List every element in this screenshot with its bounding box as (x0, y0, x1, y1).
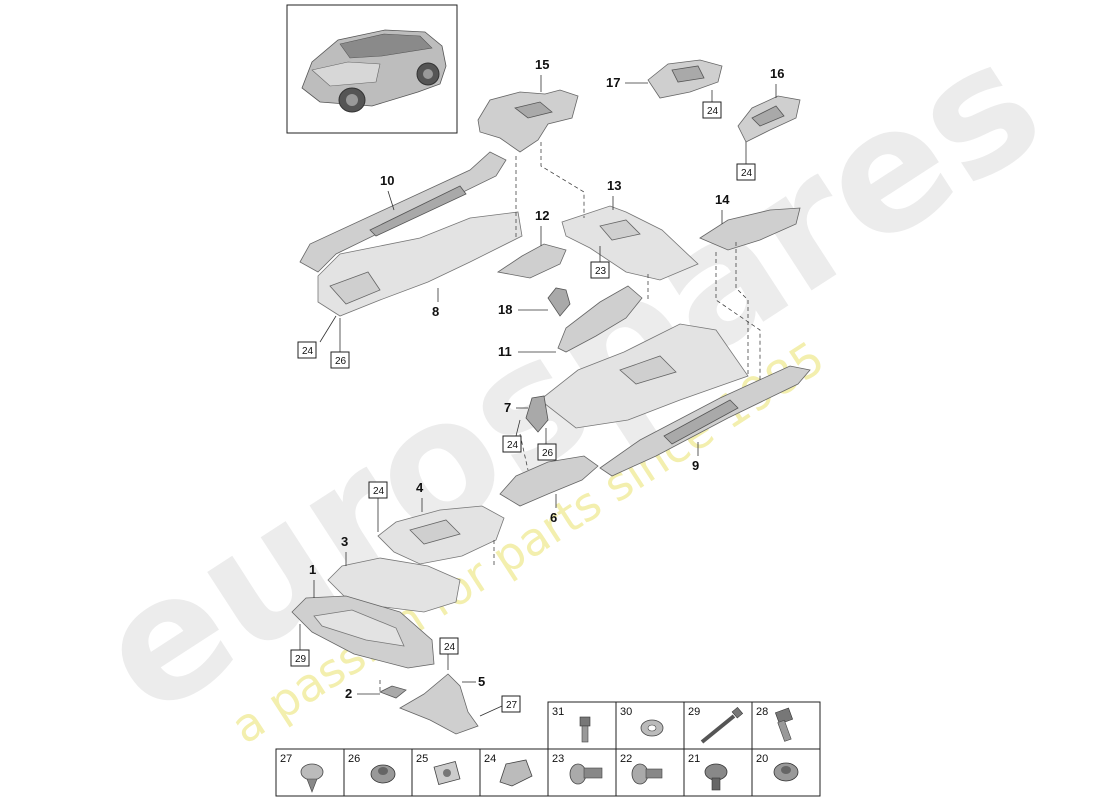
leader-10 (387, 190, 395, 211)
screw-20-icon (773, 762, 799, 782)
fastener-label-21: 21 (688, 753, 700, 765)
fastener-label-26: 26 (348, 753, 360, 765)
part-14-rear-shield[interactable] (699, 207, 801, 251)
part-5-bracket[interactable] (399, 673, 479, 735)
callout-4: 4 (416, 480, 424, 495)
ref-box-26-8 (330, 351, 350, 369)
rivet-23-icon (569, 763, 603, 785)
part-8-floor-panel[interactable] (317, 211, 523, 317)
part-13-center-panel[interactable] (561, 205, 699, 281)
vehicle-thumbnail (286, 4, 458, 134)
fastener-label-27: 27 (280, 753, 292, 765)
ref-box-24-17 (702, 101, 722, 119)
fastener-table: 31 30 29 28 27 26 25 24 23 22 21 20 (275, 701, 821, 797)
screw-21-icon (704, 763, 728, 791)
ref-box-24-1 (439, 637, 459, 655)
callout-2: 2 (345, 686, 352, 701)
rivet-22-icon (631, 763, 663, 785)
leader-5-ref (479, 705, 503, 717)
fastener-label-29: 29 (688, 706, 700, 718)
fastener-label-20: 20 (756, 753, 768, 765)
callout-15: 15 (535, 57, 549, 72)
nut-25-icon (433, 760, 461, 786)
ref-box-27 (501, 695, 521, 713)
callout-17: 17 (606, 75, 620, 90)
part-6-shield[interactable] (499, 455, 599, 507)
ref-box-26-8-label: 26 (335, 356, 347, 367)
ref-box-23 (590, 261, 610, 279)
washer-30-icon (640, 719, 664, 737)
callout-10: 10 (380, 173, 394, 188)
callout-14: 14 (715, 192, 730, 207)
ref-box-24-4 (368, 481, 388, 499)
callout-6: 6 (550, 510, 557, 525)
leader-8-ref-24 (319, 315, 337, 343)
ref-box-24-7 (502, 435, 522, 453)
fastener-label-25: 25 (416, 753, 428, 765)
fastener-label-30: 30 (620, 706, 632, 718)
part-12-bracket[interactable] (496, 243, 567, 279)
ref-box-23-label: 23 (595, 266, 607, 277)
part-16-shield[interactable] (737, 95, 801, 143)
leader-7-ref-24 (515, 419, 521, 437)
callout-1: 1 (309, 562, 316, 577)
fastener-label-23: 23 (552, 753, 564, 765)
fastener-label-24: 24 (484, 753, 496, 765)
part-1-front-undertray[interactable] (291, 595, 435, 669)
part-15-underbody-panel[interactable] (477, 89, 579, 153)
part-10-side-rail[interactable] (299, 151, 507, 273)
part-9-sill[interactable] (599, 365, 811, 477)
screw-26-icon (370, 764, 396, 784)
bolt-29-icon (700, 706, 744, 744)
callout-9: 9 (692, 458, 699, 473)
callout-18: 18 (498, 302, 512, 317)
part-11-tunnel-panel[interactable] (557, 285, 643, 353)
ref-box-24-4-label: 24 (373, 486, 385, 497)
ref-box-24-17-label: 24 (707, 106, 719, 117)
assembly-lines (379, 142, 761, 694)
callout-3: 3 (341, 534, 348, 549)
callout-5: 5 (478, 674, 485, 689)
part-18-clip[interactable] (547, 287, 571, 317)
ref-box-26-7 (537, 443, 557, 461)
bolt-28-icon (774, 707, 794, 742)
callout-11: 11 (498, 344, 512, 359)
fastener-label-22: 22 (620, 753, 632, 765)
screw-27-icon (300, 763, 324, 793)
callout-7: 7 (504, 400, 511, 415)
callout-12: 12 (535, 208, 549, 223)
screw-31-icon (579, 716, 591, 743)
ref-box-29-label: 29 (295, 654, 307, 665)
part-2-clip[interactable] (379, 685, 407, 699)
clip-24-icon (499, 759, 533, 787)
ref-box-29 (290, 649, 310, 667)
part-17-shield[interactable] (647, 59, 723, 99)
ref-box-24-7-label: 24 (507, 440, 519, 451)
fastener-label-31: 31 (552, 706, 564, 718)
callout-8: 8 (432, 304, 439, 319)
ref-box-26-7-label: 26 (542, 448, 554, 459)
ref-box-24-8 (297, 341, 317, 359)
callout-16: 16 (770, 66, 784, 81)
callout-13: 13 (607, 178, 621, 193)
part-middle-floor-panel[interactable] (539, 323, 749, 429)
ref-box-24-8-label: 24 (302, 346, 314, 357)
ref-box-24-1-label: 24 (444, 642, 456, 653)
part-4-front-panel[interactable] (377, 505, 505, 565)
fastener-label-28: 28 (756, 706, 768, 718)
ref-box-27-label: 27 (506, 700, 518, 711)
ref-box-24-16 (736, 163, 756, 181)
fastener-cell-23[interactable] (547, 748, 617, 797)
part-7-bracket[interactable] (525, 395, 549, 433)
ref-box-24-16-label: 24 (741, 168, 753, 179)
